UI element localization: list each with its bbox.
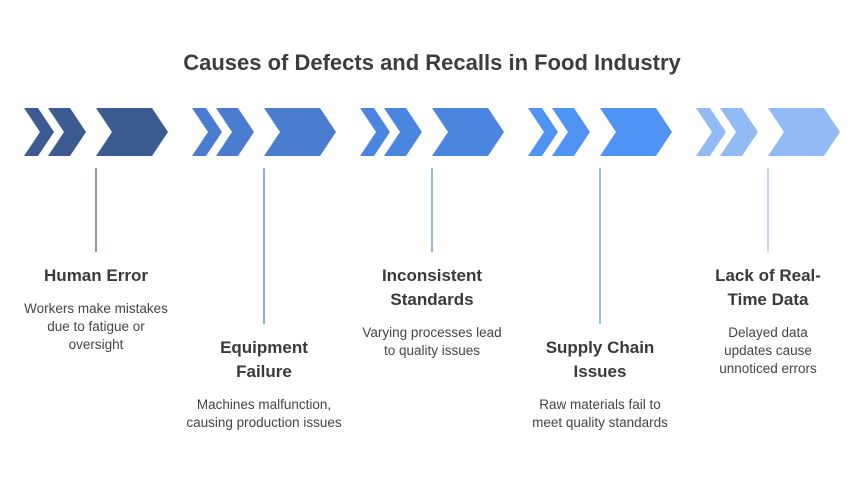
step-heading: Inconsistent Standards xyxy=(381,266,483,309)
step-description: Workers make mistakes due to fatigue or … xyxy=(24,301,168,352)
step-heading: Equipment Failure xyxy=(220,338,308,381)
chevron-icon xyxy=(24,108,54,156)
step-description: Delayed data updates cause unnoticed err… xyxy=(719,325,817,376)
diagram-title: Causes of Defects and Recalls in Food In… xyxy=(183,50,681,75)
step-5-chevrons xyxy=(696,108,840,156)
step-4-stem xyxy=(599,168,601,324)
step-card-equipment-failure: Equipment Failure Machines malfunction, … xyxy=(174,336,354,432)
step-5-stem xyxy=(767,168,769,252)
chevron-icon xyxy=(600,108,672,156)
step-description: Machines malfunction, causing production… xyxy=(186,397,342,430)
chevron-icon xyxy=(384,108,422,156)
step-card-human-error: Human Error Workers make mistakes due to… xyxy=(6,264,186,354)
step-heading: Supply Chain Issues xyxy=(545,338,655,381)
step-description: Raw materials fail to meet quality stand… xyxy=(532,397,668,430)
chevron-icon xyxy=(360,108,390,156)
step-2-stem xyxy=(263,168,265,324)
step-3-stem xyxy=(431,168,433,252)
step-description: Varying processes lead to quality issues xyxy=(362,325,502,358)
chevron-icon xyxy=(216,108,254,156)
chevron-icon xyxy=(768,108,840,156)
step-card-lack-of-real-time-data: Lack of Real-Time Data Delayed data upda… xyxy=(678,264,858,378)
chevron-icon xyxy=(192,108,222,156)
chevron-icon xyxy=(696,108,726,156)
chevron-icon xyxy=(264,108,336,156)
step-1-chevrons xyxy=(24,108,168,156)
chevron-icon xyxy=(432,108,504,156)
step-heading: Human Error xyxy=(44,266,148,285)
step-card-inconsistent-standards: Inconsistent Standards Varying processes… xyxy=(342,264,522,360)
step-2-chevrons xyxy=(192,108,336,156)
chevron-icon xyxy=(48,108,86,156)
chevron-icon xyxy=(96,108,168,156)
step-heading: Lack of Real-Time Data xyxy=(715,266,821,309)
step-3-chevrons xyxy=(360,108,504,156)
step-4-chevrons xyxy=(528,108,672,156)
step-card-supply-chain-issues: Supply Chain Issues Raw materials fail t… xyxy=(510,336,690,432)
chevron-icon xyxy=(552,108,590,156)
chevron-icon xyxy=(528,108,558,156)
step-1-stem xyxy=(95,168,97,252)
chevron-icon xyxy=(720,108,758,156)
